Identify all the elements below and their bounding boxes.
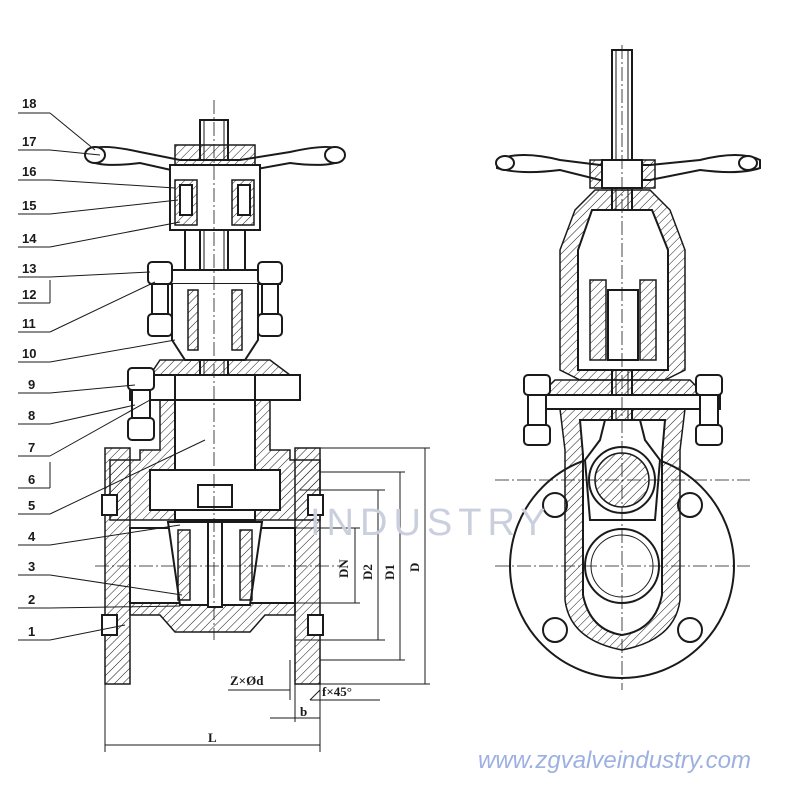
part-label-1: 1 bbox=[28, 624, 35, 639]
dimension-lines bbox=[104, 447, 430, 752]
front-section-view bbox=[495, 45, 761, 690]
watermark-url: www.zgvalveindustry.com bbox=[478, 747, 751, 774]
part-label-12: 12 bbox=[22, 287, 36, 302]
part-label-6: 6 bbox=[28, 472, 35, 487]
part-label-4: 4 bbox=[28, 529, 36, 544]
watermark-logo-text: INDUSTRY bbox=[310, 502, 552, 544]
dim-length: L bbox=[208, 730, 217, 745]
dim-chamfer: f×45° bbox=[322, 684, 352, 699]
part-label-2: 2 bbox=[28, 592, 35, 607]
dim-d1: D1 bbox=[382, 564, 397, 580]
part-label-15: 15 bbox=[22, 198, 36, 213]
part-label-9: 9 bbox=[28, 377, 35, 392]
dim-bolt-holes: Z×Ød bbox=[230, 673, 264, 688]
part-label-5: 5 bbox=[28, 498, 35, 513]
part-label-13: 13 bbox=[22, 261, 36, 276]
part-label-11: 11 bbox=[22, 316, 36, 331]
side-section-view bbox=[84, 100, 346, 685]
dim-d2: D2 bbox=[360, 564, 375, 580]
part-callouts bbox=[18, 112, 206, 641]
part-label-3: 3 bbox=[28, 559, 35, 574]
part-label-16: 16 bbox=[22, 164, 36, 179]
part-label-10: 10 bbox=[22, 346, 36, 361]
dim-d: D bbox=[407, 563, 422, 572]
part-label-14: 14 bbox=[22, 231, 37, 246]
part-label-17: 17 bbox=[22, 134, 36, 149]
dim-dn: DN bbox=[336, 559, 351, 578]
part-label-8: 8 bbox=[28, 408, 35, 423]
part-label-18: 18 bbox=[22, 96, 36, 111]
part-label-7: 7 bbox=[28, 440, 35, 455]
dim-b: b bbox=[300, 704, 307, 719]
